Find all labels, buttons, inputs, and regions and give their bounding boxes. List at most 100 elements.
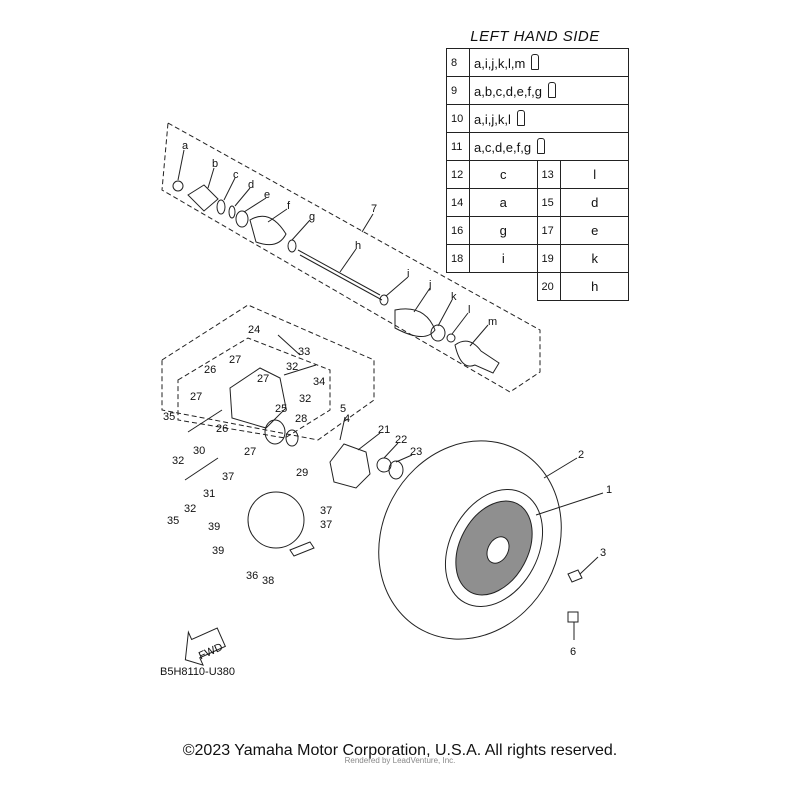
callout-25: 25 — [275, 403, 287, 415]
callout-32d: 32 — [184, 503, 196, 515]
row-number: 11 — [446, 132, 470, 161]
circlip-part-2 — [446, 333, 456, 343]
callout-f: f — [287, 200, 291, 212]
callout-32a: 32 — [286, 361, 298, 373]
callout-37c: 37 — [320, 519, 332, 531]
callout-6: 6 — [570, 646, 576, 658]
table-title: LEFT HAND SIDE — [470, 28, 600, 45]
row-number: 9 — [446, 76, 470, 105]
knuckle-assembly-outline — [161, 304, 375, 441]
callout-21: 21 — [378, 424, 390, 436]
ring-part-3 — [379, 294, 389, 306]
row-number: 19 — [536, 244, 562, 273]
row-number: 12 — [446, 160, 470, 189]
callout-27a: 27 — [229, 354, 241, 366]
callout-27b: 27 — [257, 373, 269, 385]
row-value: g — [469, 216, 538, 245]
row-number: 20 — [536, 272, 562, 301]
row-number: 15 — [536, 188, 562, 217]
bolt-icon — [547, 82, 556, 98]
table-row: 16 g 17 e — [446, 216, 629, 245]
row-value: a — [469, 188, 538, 217]
callout-g: g — [309, 211, 315, 223]
knuckle-inner-outline — [177, 337, 331, 439]
callout-32c: 32 — [172, 455, 184, 467]
table-row: 20 h — [447, 272, 629, 301]
tire-inner-edge — [444, 488, 544, 608]
band-part-2 — [235, 210, 249, 228]
callout-a: a — [182, 140, 189, 152]
callout-23: 23 — [410, 446, 422, 458]
callout-28: 28 — [295, 413, 307, 425]
valve-part — [567, 569, 583, 583]
band-part-3 — [430, 324, 446, 342]
empty-cell — [470, 273, 538, 301]
row-number: 17 — [536, 216, 562, 245]
callout-37b: 37 — [320, 505, 332, 517]
row-value: h — [560, 272, 629, 301]
row-contents: a,i,j,k,l,m — [469, 48, 629, 77]
callout-27c: 27 — [190, 391, 202, 403]
row-value: k — [560, 244, 629, 273]
row-value: i — [469, 244, 538, 273]
row-number: 8 — [446, 48, 470, 77]
callout-36: 36 — [246, 570, 258, 582]
bolt-icon — [537, 138, 546, 154]
callout-26a: 26 — [204, 364, 216, 376]
inner-joint-part — [187, 184, 219, 212]
bolt-icon — [516, 110, 525, 126]
copyright-notice: ©2023 Yamaha Motor Corporation, U.S.A. A… — [182, 742, 618, 759]
row-contents: a,b,c,d,e,f,g — [469, 76, 629, 105]
row-contents: a,i,j,k,l — [469, 104, 629, 133]
empty-cell — [447, 273, 470, 301]
callout-33: 33 — [298, 346, 310, 358]
row-contents: a,c,d,e,f,g — [469, 132, 629, 161]
callout-m: m — [488, 316, 497, 328]
nut-part-6 — [567, 611, 579, 623]
ring-part-2 — [287, 239, 297, 253]
hub-part — [329, 443, 371, 489]
callout-37a: 37 — [222, 471, 234, 483]
brake-disc-part — [247, 491, 305, 549]
boot-part — [249, 215, 287, 246]
ring-part — [228, 205, 236, 219]
callout-26b: 26 — [216, 423, 228, 435]
callout-34: 34 — [313, 376, 325, 388]
row-number: 16 — [446, 216, 470, 245]
nut-part — [388, 460, 404, 480]
row-number: 18 — [446, 244, 470, 273]
callout-3: 3 — [600, 547, 606, 559]
callout-k: k — [451, 291, 457, 303]
callout-b: b — [212, 158, 218, 170]
band-part — [216, 199, 226, 215]
callout-7: 7 — [371, 203, 377, 215]
rendered-by-notice: Rendered by LeadVenture, Inc. — [344, 756, 456, 765]
shaft-assembly-outline — [161, 122, 541, 393]
callout-22: 22 — [395, 434, 407, 446]
callout-1: 1 — [606, 484, 612, 496]
fwd-arrow: FWD — [184, 627, 227, 666]
callout-e: e — [264, 189, 270, 201]
tire-part — [378, 440, 562, 640]
outer-joint-part — [454, 340, 500, 374]
row-number: 14 — [446, 188, 470, 217]
callout-29: 29 — [296, 467, 308, 479]
diagram-code: B5H8110-U380 — [160, 666, 236, 678]
callout-j: j — [428, 279, 431, 291]
table-row: 11 a,c,d,e,f,g — [446, 132, 629, 161]
circlip-part-3 — [285, 429, 299, 447]
callout-l: l — [468, 304, 470, 316]
bolt-part-33 — [277, 334, 301, 356]
row-number: 13 — [536, 160, 562, 189]
callout-5: 5 — [340, 403, 346, 415]
row-value: l — [560, 160, 629, 189]
callout-d: d — [248, 179, 254, 191]
row-value: e — [560, 216, 629, 245]
callout-c: c — [233, 169, 239, 181]
callout-24: 24 — [248, 324, 260, 336]
callout-32b: 32 — [299, 393, 311, 405]
row-value: d — [560, 188, 629, 217]
bolt-icon — [531, 54, 540, 70]
callout-39a: 39 — [208, 521, 220, 533]
bolt-part-34 — [283, 364, 317, 376]
